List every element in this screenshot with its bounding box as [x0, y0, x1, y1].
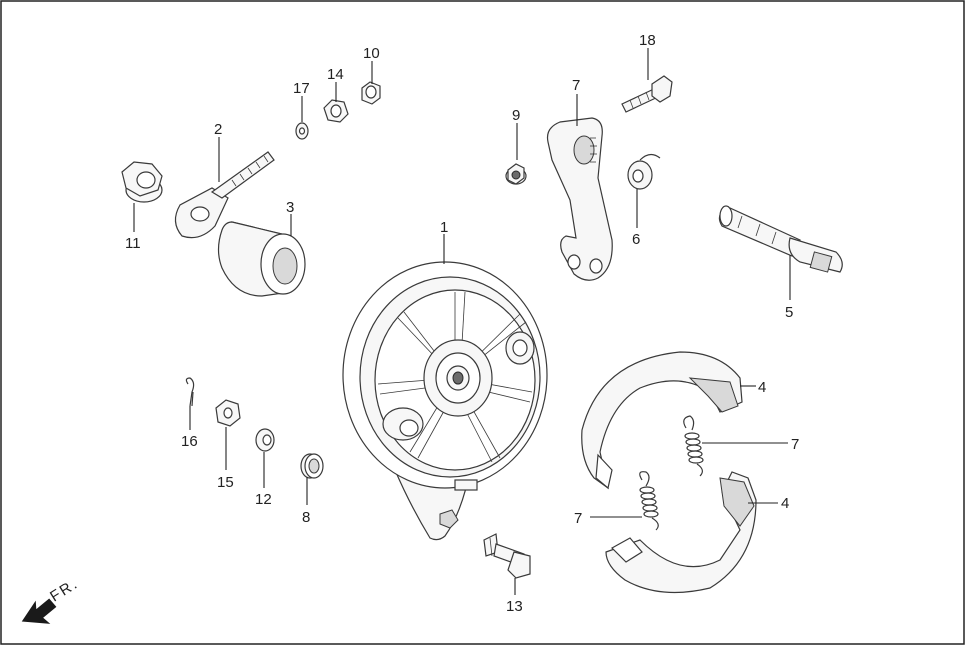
- washer-part-12[interactable]: [255, 428, 275, 452]
- spring-lower-part-7[interactable]: [639, 471, 659, 531]
- callout-labels: 1 2 3 4 4 5 6 7 7 7 8 9 10 11 12 13 14 1…: [125, 32, 799, 615]
- callout-12: 12: [255, 491, 272, 508]
- indicator-plate-part-6[interactable]: [627, 153, 661, 190]
- callout-9: 9: [512, 107, 520, 124]
- nut-part-14[interactable]: [323, 99, 349, 123]
- callout-11: 11: [125, 235, 141, 252]
- callout-4-lower: 4: [781, 495, 789, 512]
- callout-3: 3: [286, 199, 294, 216]
- collar-part-3[interactable]: [217, 221, 306, 297]
- spring-upper-part-7[interactable]: [683, 415, 704, 477]
- callout-7-spring-upper: 7: [791, 436, 799, 453]
- callout-2: 2: [214, 121, 222, 138]
- callout-10: 10: [363, 45, 380, 62]
- brake-shoe-upper-part-4[interactable]: [581, 351, 743, 490]
- bolt-part-13[interactable]: [483, 533, 531, 579]
- bolt-part-18[interactable]: [621, 75, 673, 113]
- callout-15: 15: [217, 474, 234, 491]
- callout-13: 13: [506, 598, 523, 615]
- brake-arm-part-7[interactable]: [546, 117, 613, 281]
- washer-part-17[interactable]: [295, 122, 309, 140]
- callout-16: 16: [181, 433, 198, 450]
- leader-lines: [133, 48, 791, 595]
- flange-nut-part-9[interactable]: [505, 163, 527, 185]
- nut-part-15[interactable]: [215, 399, 241, 427]
- callout-14: 14: [327, 66, 344, 83]
- callout-4-upper: 4: [758, 379, 766, 396]
- callout-17: 17: [293, 80, 310, 97]
- chain-adjuster-bolt-part-2[interactable]: [174, 151, 275, 239]
- front-arrow-icon: [21, 598, 57, 624]
- nut-part-10[interactable]: [361, 81, 381, 105]
- callout-18: 18: [639, 32, 656, 49]
- callout-8: 8: [302, 509, 310, 526]
- callout-1: 1: [440, 219, 448, 236]
- callout-7-arm: 7: [572, 77, 580, 94]
- callout-5: 5: [785, 304, 793, 321]
- flange-nut-part-11[interactable]: [121, 161, 163, 203]
- brake-panel-part-1[interactable]: [342, 261, 548, 541]
- callout-7-spring-lower: 7: [574, 510, 582, 527]
- brake-shoe-lower-part-4[interactable]: [605, 471, 757, 594]
- brake-cam-part-5[interactable]: [718, 205, 843, 273]
- callout-6: 6: [632, 231, 640, 248]
- bearing-part-8[interactable]: [300, 453, 324, 479]
- cotter-pin-part-16[interactable]: [185, 377, 195, 407]
